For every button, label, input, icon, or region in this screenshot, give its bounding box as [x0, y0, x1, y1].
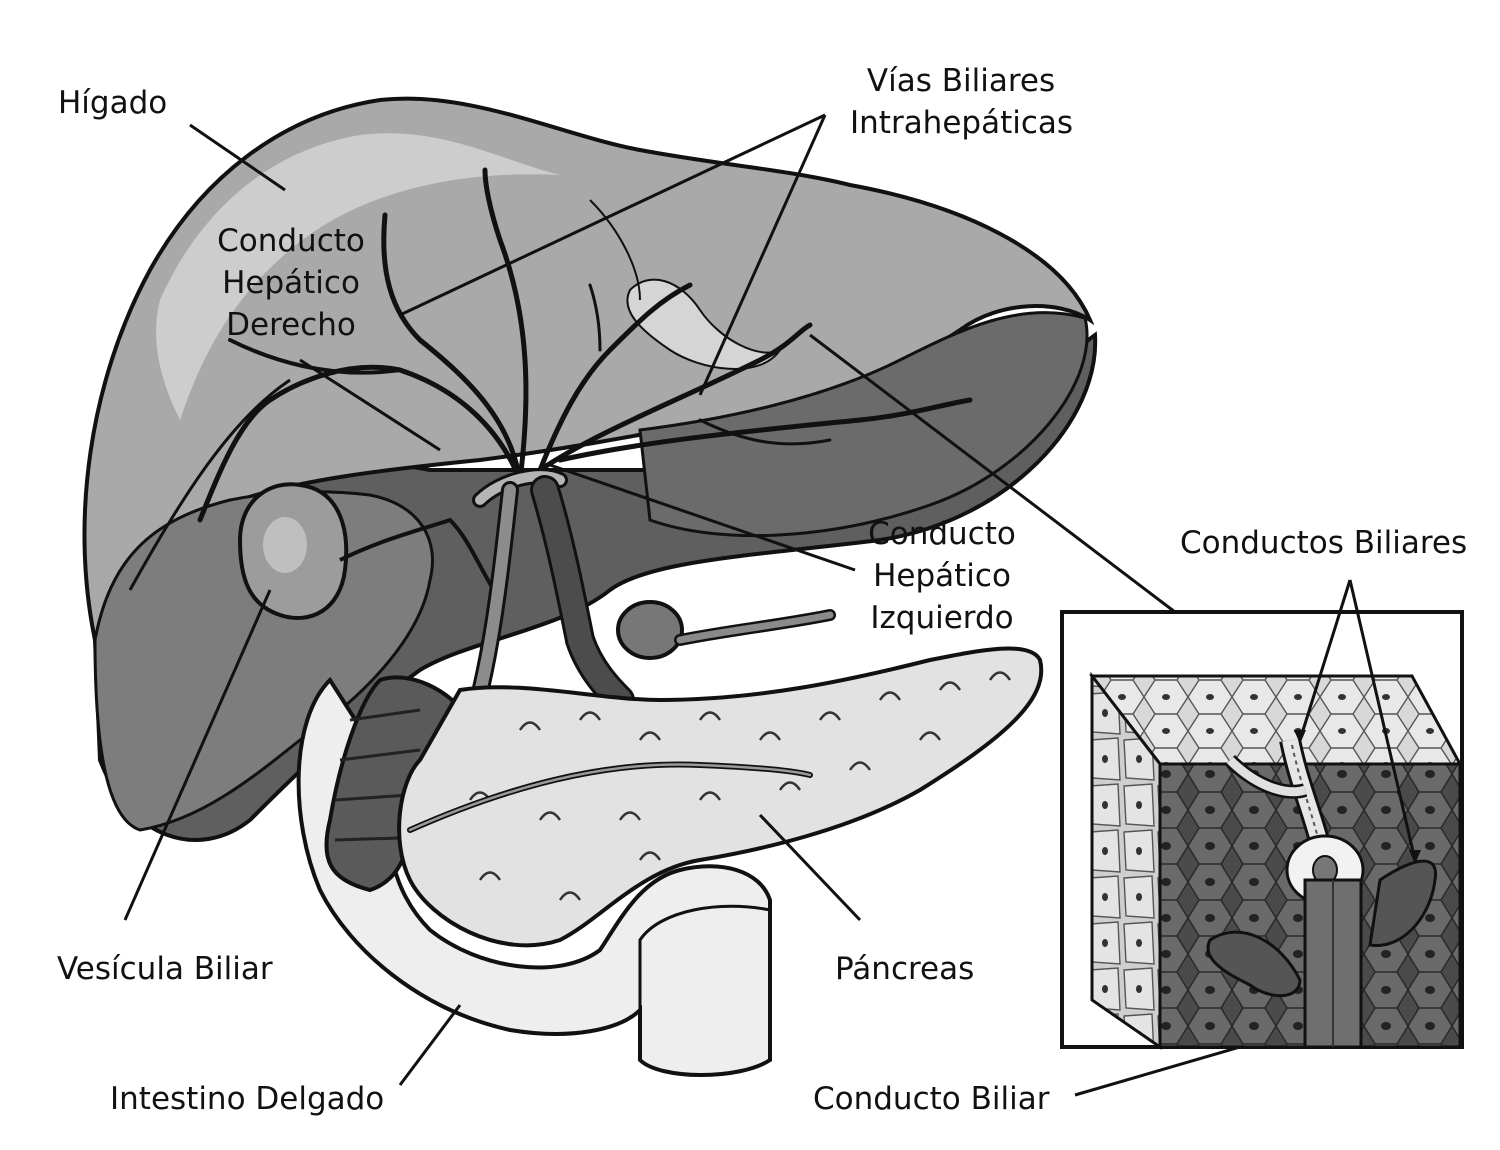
label-pancreas: Páncreas: [835, 951, 975, 987]
label-liver: Hígado: [58, 85, 168, 121]
vessel: [530, 475, 836, 715]
label-bile-ducts: Conductos Biliares: [1180, 525, 1468, 561]
pancreas: [397, 646, 1044, 948]
liver-right-dark: [638, 311, 1089, 538]
label-intrahepatic-ducts: Vías Biliares Intrahepáticas: [850, 63, 1074, 141]
liver-highlight: [156, 133, 560, 420]
liver-left-lower: [93, 490, 434, 832]
label-right-hepatic-duct: Conducto Hepático Derecho: [217, 223, 365, 343]
small-intestine: [296, 675, 772, 1077]
label-small-intestine: Intestino Delgado: [110, 1081, 385, 1117]
bile-duct-tree: [197, 167, 973, 523]
label-left-hepatic-duct: Conducto Hepático Izquierdo: [868, 516, 1016, 636]
label-gallbladder: Vesícula Biliar: [57, 951, 273, 987]
label-common-bile-duct: Conducto Biliar: [813, 1081, 1050, 1117]
liver-upper-surface: [82, 96, 1095, 644]
leader-lines: [123, 113, 1306, 1097]
inset-tissue-cube: [1060, 579, 1464, 1050]
gallbladder: [237, 482, 502, 620]
